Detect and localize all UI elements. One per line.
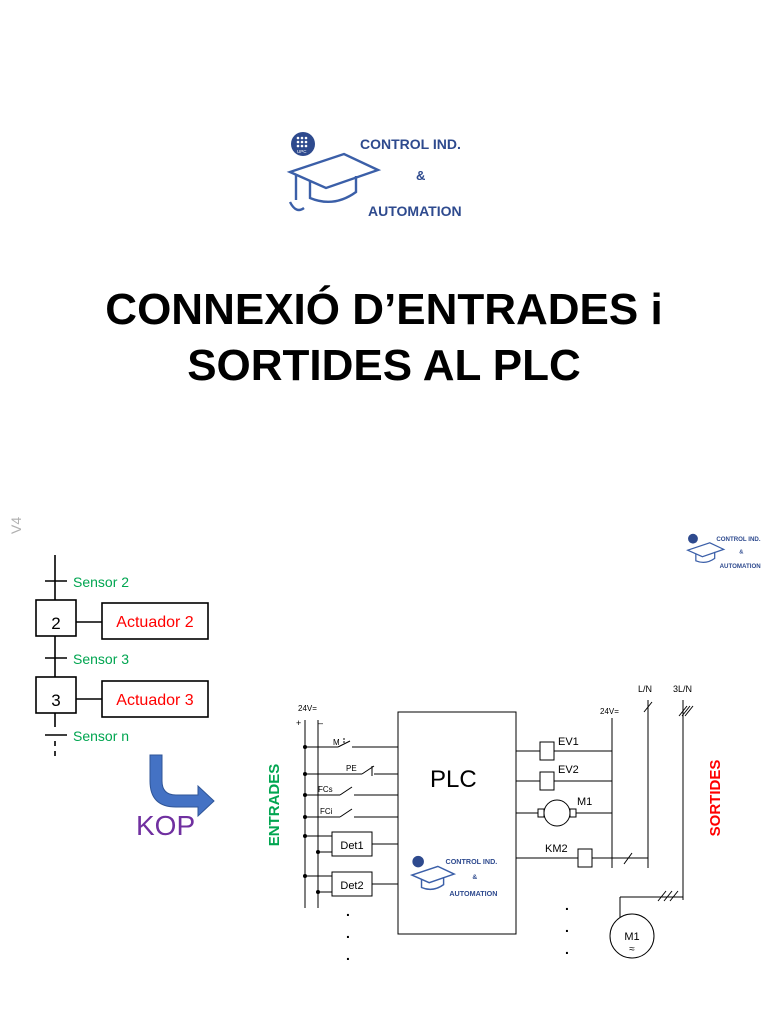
- output-label-km2: KM2: [545, 843, 568, 855]
- input-contact-m: [305, 738, 398, 748]
- output-label-ev2: EV2: [558, 764, 579, 776]
- grafcet-diagram: Sensor 2 Sensor 3 Sensor n 2 3 Actuador …: [35, 555, 215, 841]
- motor-3ph-m1-symbol: [609, 913, 655, 959]
- graduation-cap-icon: [286, 152, 382, 212]
- input-continuation-dot-2: .: [346, 925, 350, 941]
- grafcet-action-3-box: [101, 680, 209, 718]
- input-continuation-dot-3: .: [346, 947, 350, 963]
- grafcet-action-2-box: [101, 602, 209, 640]
- transition-label-3: Sensor n: [73, 728, 129, 744]
- minus-label: –: [318, 718, 323, 728]
- logo-control-automation: UPC CONTROL IND. & AUTOMATION: [286, 132, 462, 219]
- line-ln-label: L/N: [638, 684, 652, 694]
- title-line1: CONNEXIÓ D’ENTRADES i: [105, 285, 663, 334]
- plus-label: +: [296, 718, 301, 728]
- action-label-2: Actuador 2: [116, 614, 193, 631]
- kop-label: KOP: [136, 810, 195, 841]
- supply-left-label: 24V=: [298, 704, 317, 713]
- input-label-m: M: [333, 738, 340, 747]
- output-ev1-coil: [539, 741, 555, 761]
- transition-label-1: Sensor 2: [73, 574, 129, 590]
- plc-logo-badge-icon: [412, 855, 424, 868]
- page-title: CONNEXIÓ D’ENTRADES i SORTIDES AL PLC: [0, 282, 768, 394]
- upc-badge-label: UPC: [297, 149, 307, 154]
- junction-dots: [303, 745, 320, 894]
- line-3ln-label: 3L/N: [673, 684, 692, 694]
- input-label-pe: PE: [346, 764, 357, 773]
- plc-box: [397, 711, 517, 935]
- input-contact-fcs: [305, 786, 398, 796]
- plc-logo: CONTROL IND. & AUTOMATION: [409, 855, 498, 898]
- input-contact-fci: [305, 808, 398, 818]
- output-label-m1: M1: [577, 796, 592, 808]
- kop-arrow-icon: [149, 754, 215, 818]
- upc-badge-small-icon: [688, 533, 698, 544]
- supply-right-label: 24V=: [600, 707, 619, 716]
- step-number-3: 3: [51, 691, 60, 710]
- logo-line2: &: [416, 168, 425, 183]
- input-contact-pe: [305, 765, 398, 776]
- version-label: V4: [8, 516, 24, 534]
- output-motor-m1-symbol: [543, 799, 571, 827]
- logo-small-line1: CONTROL IND.: [716, 536, 761, 543]
- grafcet-step-3-box: [35, 676, 77, 714]
- output-continuation-dot-1: .: [565, 897, 569, 913]
- version-mark: V4: [2, 500, 30, 540]
- upc-badge-dots: [296, 136, 308, 148]
- output-ev2-coil: [539, 771, 555, 791]
- plc-logo-line3: AUTOMATION: [449, 889, 497, 898]
- output-label-ev1: EV1: [558, 736, 579, 748]
- detector-label-2: Det2: [340, 880, 363, 892]
- motor-3ph-label: M1: [624, 931, 639, 943]
- logo-small-line2: &: [739, 549, 743, 555]
- logo-line3: AUTOMATION: [368, 203, 462, 219]
- input-label-fcs: FCs: [318, 785, 333, 794]
- plc-label: PLC: [430, 766, 477, 793]
- motor-3ph-ac-symbol: ≈: [629, 944, 635, 955]
- logo-small-line3: AUTOMATION: [720, 563, 762, 570]
- plc-logo-line2: &: [472, 874, 477, 881]
- sortides-label: SORTIDES: [707, 760, 724, 837]
- entrades-label: ENTRADES: [266, 764, 283, 847]
- step-number-2: 2: [51, 614, 60, 633]
- logo-line1: CONTROL IND.: [360, 136, 461, 152]
- output-continuation-dot-2: .: [565, 919, 569, 935]
- graduation-cap-small-icon: [686, 542, 726, 564]
- action-label-3: Actuador 3: [116, 692, 193, 709]
- transition-label-2: Sensor 3: [73, 651, 129, 667]
- detector-label-1: Det1: [340, 840, 363, 852]
- title-line2: SORTIDES AL PLC: [187, 341, 581, 390]
- plc-wiring-diagram: ENTRADES SORTIDES 24V= + – 24V= L/N 3L/N: [266, 684, 724, 963]
- output-km2-coil: [577, 848, 593, 868]
- logo-small: CONTROL IND. & AUTOMATION: [686, 533, 762, 570]
- plc-logo-line1: CONTROL IND.: [446, 857, 498, 866]
- grafcet-step-2-box: [35, 599, 77, 637]
- input-continuation-dot-1: .: [346, 903, 350, 919]
- output-continuation-dot-3: .: [565, 941, 569, 957]
- input-label-fci: FCi: [320, 807, 333, 816]
- plc-logo-cap-icon: [409, 865, 457, 891]
